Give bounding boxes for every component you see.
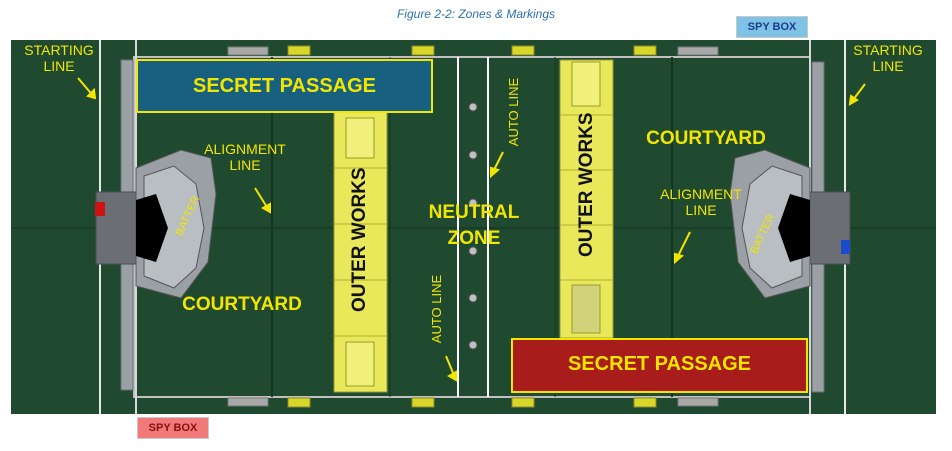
spy-box-red-label: SPY BOX bbox=[148, 422, 198, 434]
spy-box-blue-label: SPY BOX bbox=[747, 21, 797, 33]
starting-line-right-label: STARTING LINE bbox=[853, 42, 923, 75]
courtyard-left-label: COURTYARD bbox=[182, 294, 302, 315]
tower-left bbox=[95, 149, 217, 299]
figure-caption: Figure 2-2: Zones & Markings bbox=[396, 7, 556, 21]
tower-right bbox=[729, 149, 851, 299]
secret-passage-red: SECRET PASSAGE bbox=[511, 338, 808, 393]
neutral-zone-label: NEUTRAL ZONE bbox=[428, 202, 520, 249]
auto-line-bottom-label: AUTO LINE bbox=[429, 274, 444, 344]
left-goal-red bbox=[95, 202, 105, 216]
secret-passage-blue: SECRET PASSAGE bbox=[136, 59, 433, 113]
courtyard-right-label: COURTYARD bbox=[646, 128, 766, 149]
auto-line-top-label: AUTO LINE bbox=[506, 77, 521, 147]
starting-line-left-label: STARTING LINE bbox=[24, 42, 94, 75]
spy-box-red: SPY BOX bbox=[137, 417, 209, 439]
secret-passage-blue-label: SECRET PASSAGE bbox=[193, 75, 376, 97]
alignment-line-left-label: ALIGNMENT LINE bbox=[204, 141, 286, 174]
outer-works-left-label: OUTER WORKS bbox=[349, 167, 370, 312]
secret-passage-red-label: SECRET PASSAGE bbox=[568, 353, 751, 375]
alignment-line-right-label: ALIGNMENT LINE bbox=[660, 186, 742, 219]
spy-box-blue: SPY BOX bbox=[736, 16, 808, 38]
bottom-pads bbox=[227, 397, 719, 408]
right-goal-blue bbox=[841, 240, 850, 254]
outer-works-right-label: OUTER WORKS bbox=[576, 112, 597, 257]
top-pads bbox=[227, 45, 719, 56]
auto-line-posts bbox=[468, 102, 478, 350]
